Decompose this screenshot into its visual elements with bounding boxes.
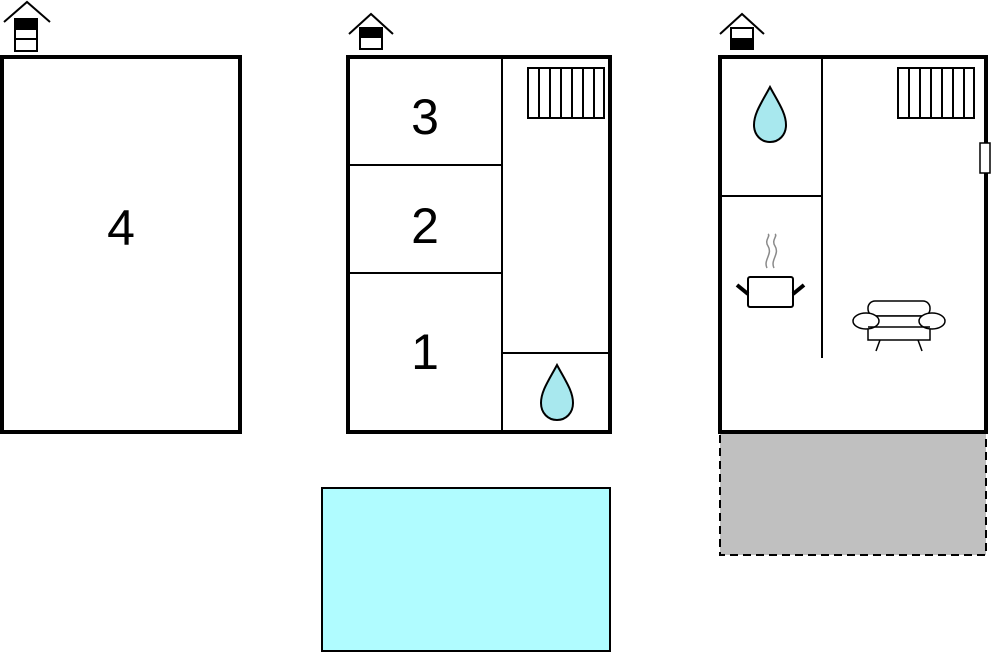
room-number: 3 (411, 89, 439, 145)
building-outline (346, 55, 612, 434)
room-number: 1 (411, 324, 439, 380)
floor-middle: 3 2 1 (346, 12, 612, 434)
radiator-icon (527, 67, 605, 119)
floor-level-icon (3, 0, 51, 52)
water-drop-icon (539, 362, 575, 422)
sofa-icon (852, 300, 946, 352)
water-drop-icon (752, 84, 788, 144)
pool (321, 487, 611, 652)
room-4 (0, 55, 242, 434)
building-outline (718, 55, 988, 434)
room-number: 4 (107, 200, 135, 256)
cooking-pot-icon (735, 233, 806, 308)
floor-right (718, 12, 991, 556)
terrace (719, 431, 987, 556)
radiator-icon (897, 67, 975, 119)
door-icon (979, 142, 991, 174)
room-number: 2 (411, 198, 439, 254)
floor-level-icon (348, 12, 394, 50)
floor-level-icon (719, 12, 765, 50)
floor-left: 4 (0, 0, 242, 434)
